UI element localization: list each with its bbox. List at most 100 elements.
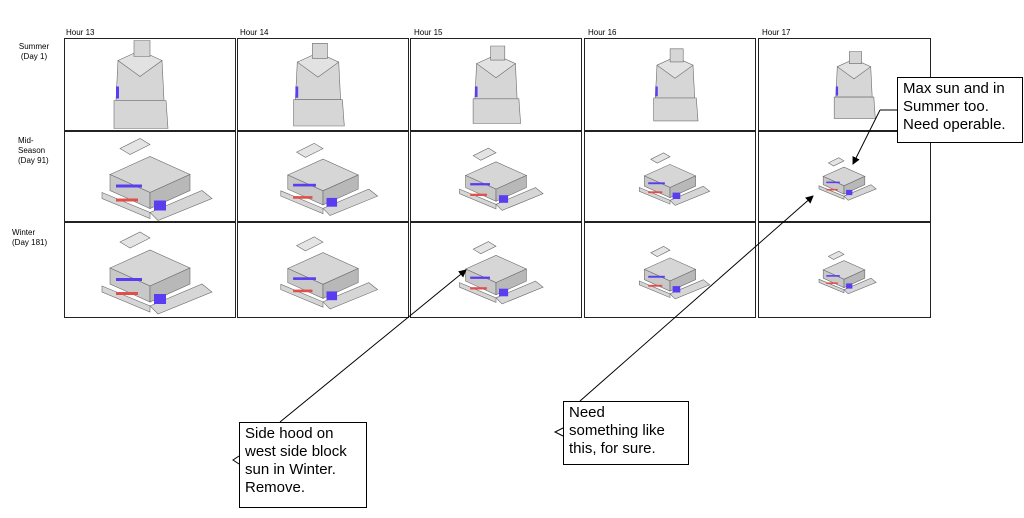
cell-mid-season-hour-17	[758, 131, 931, 222]
right-wall	[495, 175, 527, 202]
building-model	[472, 45, 521, 124]
lower-roof	[653, 97, 699, 122]
window-band	[293, 183, 316, 187]
column-header-hour-15: Hour 15	[414, 28, 443, 37]
window-band	[470, 183, 490, 186]
building-model	[459, 147, 544, 211]
cell-summer-hour-13	[64, 38, 236, 131]
side-roof	[843, 277, 877, 295]
lower-eave	[101, 192, 151, 219]
roof-hood	[119, 138, 151, 155]
roof-hood	[119, 231, 151, 249]
right-wall	[149, 174, 191, 209]
building-model	[113, 40, 169, 129]
roof-ridge	[476, 54, 516, 79]
cell-mid-season-hour-14	[237, 131, 409, 222]
sunlit-window	[293, 196, 313, 199]
roof-hood	[650, 246, 671, 257]
roof-hood	[650, 152, 671, 164]
roof-ridge	[296, 52, 340, 78]
chimney-block	[849, 51, 862, 65]
roof-hood	[472, 147, 497, 161]
arrow-need-something-tail	[553, 427, 564, 437]
right-wall	[843, 269, 866, 289]
cell-summer-hour-15	[410, 38, 582, 131]
shaded-face	[326, 197, 338, 207]
window-band	[293, 277, 316, 280]
column-header-hour-17: Hour 17	[762, 28, 791, 37]
building-model	[818, 157, 877, 201]
roof-ridge	[656, 56, 694, 79]
side-roof	[495, 187, 544, 211]
lower-eave	[459, 188, 497, 210]
lower-eave	[818, 185, 845, 200]
building-model	[280, 142, 379, 216]
chimney-block	[133, 40, 151, 57]
cell-mid-season-hour-13	[64, 131, 236, 222]
roof-hood	[295, 236, 324, 252]
row-label-mid-season: Mid- Season (Day 91)	[18, 136, 49, 165]
lower-roof	[293, 99, 345, 127]
window-band	[826, 275, 840, 277]
sun-patch	[295, 86, 299, 98]
building-model	[101, 231, 213, 315]
building-model	[638, 246, 711, 300]
side-roof	[149, 283, 213, 315]
cell-winter-hour-14	[237, 222, 409, 318]
building-model	[293, 43, 345, 127]
sun-patch	[116, 86, 119, 99]
building-model	[280, 236, 379, 310]
side-roof	[149, 190, 213, 221]
callout-max-sun: Max sun and in Summer too. Need operable…	[897, 77, 1023, 143]
right-wall	[149, 267, 191, 303]
lower-eave	[101, 285, 151, 313]
cell-summer-hour-16	[584, 38, 756, 131]
chimney-block	[490, 45, 506, 61]
shaded-face	[672, 286, 681, 293]
window-band	[648, 275, 665, 278]
shaded-face	[326, 291, 338, 301]
roof-hood	[827, 157, 845, 167]
shaded-face	[499, 288, 509, 297]
window-band	[470, 276, 490, 279]
shaded-face	[846, 189, 853, 196]
sun-patch	[835, 86, 839, 96]
window-band	[116, 278, 142, 281]
side-roof	[322, 188, 379, 216]
lower-eave	[818, 278, 845, 294]
sunlit-window	[648, 191, 663, 194]
row-label-winter: Winter (Day 181)	[12, 228, 48, 247]
cell-mid-season-hour-15	[410, 131, 582, 222]
cell-mid-season-hour-16	[584, 131, 756, 222]
sun-patch	[655, 86, 658, 97]
building-model	[653, 48, 699, 122]
cell-winter-hour-16	[584, 222, 756, 318]
sunlit-window	[470, 193, 487, 196]
sunlit-window	[293, 289, 313, 293]
cell-winter-hour-15	[410, 222, 582, 318]
sun-patch	[474, 86, 478, 98]
right-wall	[495, 268, 527, 296]
shaded-face	[499, 195, 509, 203]
roof-hood	[827, 250, 845, 260]
sunlit-window	[116, 292, 138, 295]
side-roof	[843, 184, 877, 201]
roof-hood	[472, 241, 497, 255]
right-wall	[669, 175, 696, 199]
callout-need-something: Need something like this, for sure.	[563, 401, 689, 465]
sunlit-window	[116, 198, 138, 202]
building-model	[818, 250, 877, 295]
sunlit-window	[648, 284, 663, 287]
chimney-block	[312, 43, 328, 59]
roof-ridge	[117, 50, 163, 77]
window-band	[648, 182, 665, 185]
callout-side-hood: Side hood on west side block sun in Wint…	[239, 422, 367, 508]
shaded-face	[154, 294, 166, 304]
building-model	[101, 138, 213, 221]
roof-hood	[295, 142, 324, 158]
shaded-face	[846, 283, 853, 289]
cell-summer-hour-14	[237, 38, 409, 131]
shaded-face	[154, 200, 166, 211]
row-label-summer: Summer (Day 1)	[18, 42, 50, 61]
side-roof	[495, 280, 544, 305]
